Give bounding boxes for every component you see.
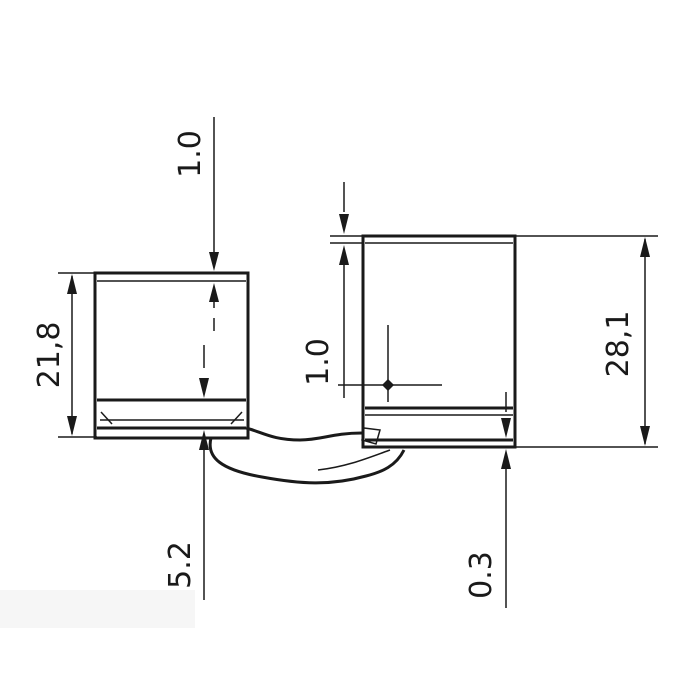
- left-top-gap-dimension: 1.0: [173, 117, 219, 331]
- right-center-mark: [338, 325, 442, 402]
- right-height-dimension: 28,1: [330, 235, 658, 448]
- right-bottom-offset-label: 0.3: [464, 551, 499, 599]
- background-band: [0, 590, 195, 628]
- left-component: [93, 271, 250, 440]
- strap-end-tab: [361, 427, 381, 445]
- strap-inner-edge: [317, 449, 391, 471]
- right-gap-arrow-top: [339, 214, 349, 234]
- right-top-gap-label: 1.0: [301, 338, 336, 386]
- left-height-arrow-bottom: [67, 416, 77, 436]
- right-top-gap-dimension: 1.0: [301, 182, 363, 398]
- left-offset-arrow-bottom: [199, 430, 209, 450]
- strap-upper-edge: [245, 426, 363, 442]
- right-offset-arrow-bottom: [501, 449, 511, 469]
- left-offset-arrow-top: [199, 378, 209, 398]
- left-gap-arrow-top: [209, 252, 219, 271]
- left-top-gap-label: 1.0: [173, 130, 208, 178]
- right-height-arrow-top: [640, 237, 650, 257]
- left-bottom-offset-dimension: 5.2: [163, 345, 209, 600]
- left-height-label: 21,8: [32, 322, 67, 389]
- right-bottom-offset-dimension: 0.3: [464, 392, 511, 608]
- connecting-strap: [208, 426, 406, 485]
- right-component: [361, 234, 517, 449]
- strap-lower-edge: [208, 437, 406, 485]
- left-gap-arrow-bottom: [209, 283, 219, 302]
- left-bottom-offset-label: 5.2: [163, 541, 198, 589]
- right-gap-arrow-bottom: [339, 245, 349, 265]
- left-component-outline: [93, 271, 250, 440]
- center-mark-diamond: [382, 379, 394, 391]
- left-chamfer-right: [230, 411, 243, 425]
- left-height-arrow-top: [67, 274, 77, 294]
- left-height-dimension: 21,8: [32, 272, 97, 438]
- right-height-label: 28,1: [601, 311, 636, 378]
- right-height-arrow-bottom: [640, 426, 650, 446]
- left-chamfer-left: [100, 411, 113, 425]
- right-offset-arrow-top: [501, 418, 511, 438]
